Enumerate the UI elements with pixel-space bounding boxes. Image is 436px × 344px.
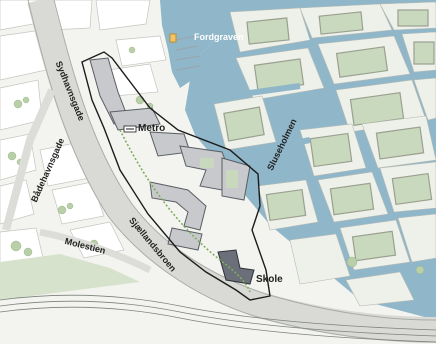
label-fordgraven: Fordgraven (194, 32, 244, 42)
sydhavnsgade-road-edge-a (27, 0, 436, 343)
fordgraven-water (160, 0, 232, 88)
school-building (217, 249, 255, 285)
railway-lines-2 (0, 300, 436, 337)
railway-lines (0, 294, 436, 331)
badehavnsgade-road (2, 88, 56, 232)
planned-buildings (89, 57, 255, 285)
label-skole: Skole (256, 274, 283, 285)
label-metro: Metro (138, 123, 166, 134)
sydhavnsgade-road-edge-b (53, 0, 436, 321)
metro-sign-icon (123, 125, 137, 133)
molestien-park (0, 254, 140, 300)
sluseholmen-blocks (213, 1, 436, 307)
site-boundary (81, 51, 271, 301)
canal-channels (227, 83, 333, 235)
fordgraven-docks (169, 33, 201, 71)
molestien-road (39, 228, 152, 274)
sydhavnsgade-road (27, 0, 436, 343)
railway-lines-3 (0, 306, 436, 343)
